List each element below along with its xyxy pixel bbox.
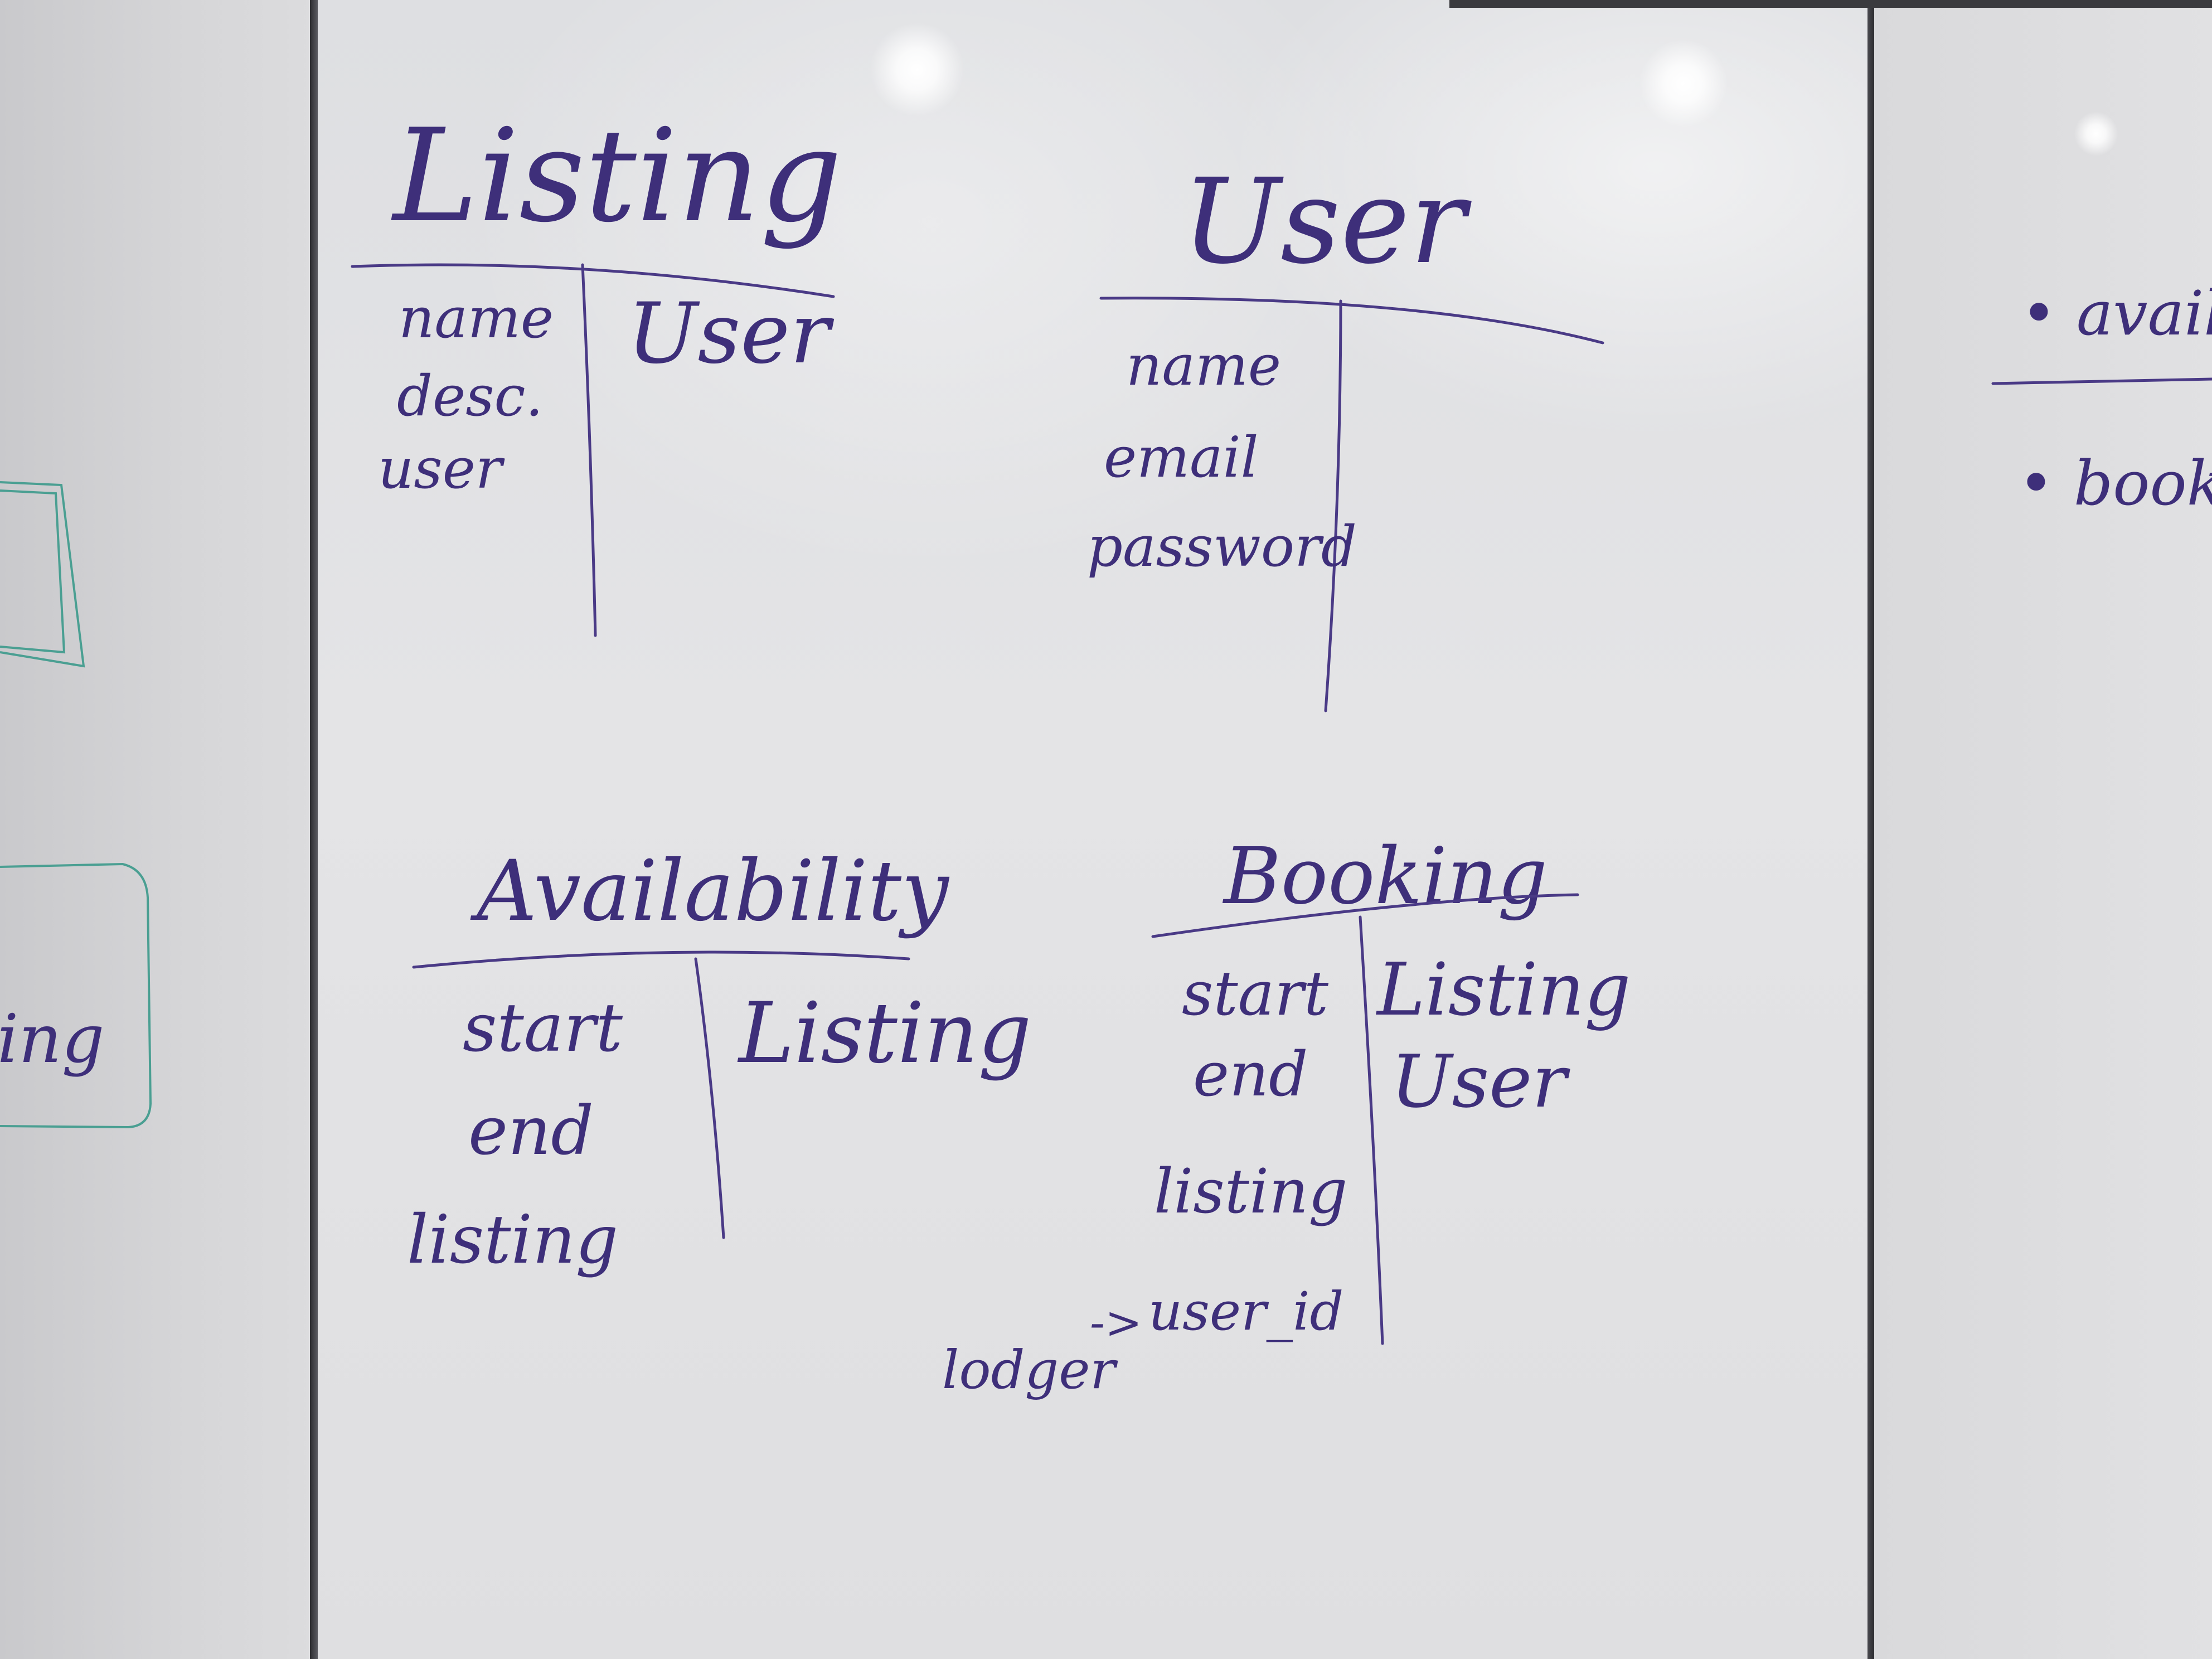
table-field: name <box>399 285 554 351</box>
booking-note: lodger -> user_id <box>942 1281 1343 1401</box>
table-field: desc. <box>397 363 543 429</box>
table-header-rule <box>1099 297 1604 345</box>
table-field: start <box>1182 958 1329 1029</box>
right-panel-notes: • avail • bookin <box>1991 278 2212 519</box>
table-header-rule <box>1151 893 1579 938</box>
table-relation: User <box>1391 1039 1570 1124</box>
table-field: email <box>1104 425 1259 490</box>
table-field: password <box>1087 514 1357 579</box>
center-whiteboard-panel <box>318 0 1873 1659</box>
table-header-rule <box>351 263 835 298</box>
whiteboard-frame-left <box>310 0 318 1659</box>
light-reflection <box>870 22 964 117</box>
table-relation: Listing <box>737 985 1031 1082</box>
whiteboard-frame-top <box>1449 0 2212 8</box>
table-field: name <box>1126 333 1281 398</box>
table-field: listing <box>407 1201 618 1279</box>
left-panel-sketch: ing <box>0 481 152 1129</box>
table-column-divider <box>1324 299 1342 712</box>
teal-box-inner <box>0 489 66 654</box>
table-user: User name email password <box>1087 153 1604 712</box>
table-column-divider <box>581 263 597 637</box>
left-fragment-text: ing <box>0 1001 104 1078</box>
light-reflection <box>1639 39 1728 128</box>
table-title: Listing <box>391 102 842 251</box>
light-reflection <box>2074 111 2118 156</box>
note-arrow: -> <box>1090 1297 1142 1348</box>
teal-box-upper <box>0 481 85 668</box>
teal-box-lower <box>0 862 152 1129</box>
right-whiteboard-panel <box>1873 0 2212 1659</box>
table-title: User <box>1182 153 1472 290</box>
table-relation: User <box>627 285 835 382</box>
table-field: start <box>463 989 623 1067</box>
note-label: lodger <box>942 1340 1118 1401</box>
table-listing: Listing name desc. user User <box>351 102 842 637</box>
table-relation: Listing <box>1376 947 1631 1032</box>
left-whiteboard-panel <box>0 0 318 1659</box>
table-field: end <box>468 1093 594 1170</box>
table-header-rule <box>412 950 910 969</box>
table-field: listing <box>1154 1156 1347 1227</box>
bullet-item: • bookin <box>2018 448 2212 519</box>
bullet-item: • avail <box>2021 278 2212 349</box>
note-target: user_id <box>1148 1281 1343 1342</box>
whiteboard-frame-right <box>1867 0 1874 1659</box>
table-column-divider <box>694 957 725 1239</box>
right-panel-rule <box>1991 377 2212 385</box>
table-field: user <box>378 436 505 501</box>
table-field: end <box>1193 1039 1308 1110</box>
table-availability: Availability start end listing Listing <box>407 843 1031 1279</box>
table-title: Availability <box>470 843 950 940</box>
table-booking: Booking start end listing Listing User <box>1151 831 1631 1345</box>
table-column-divider <box>1359 915 1384 1345</box>
